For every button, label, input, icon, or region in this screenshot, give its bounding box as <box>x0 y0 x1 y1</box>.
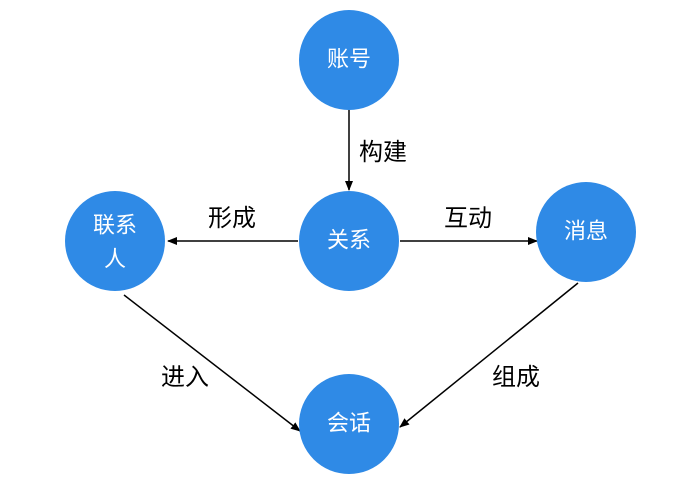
edge-label-interact: 互动 <box>444 204 492 232</box>
node-contact-label-line1: 联系 <box>93 214 137 239</box>
edge-label-build: 构建 <box>359 138 407 166</box>
node-account-label: 账号 <box>327 48 371 73</box>
node-message-label: 消息 <box>564 220 608 245</box>
node-message: 消息 <box>536 182 636 282</box>
edge-label-form: 形成 <box>208 204 256 232</box>
node-contact-label-line2: 人 <box>104 248 126 273</box>
edge-label-enter: 进入 <box>161 363 209 391</box>
edge-contact-to-session <box>123 294 301 432</box>
node-session-label: 会话 <box>327 412 371 437</box>
node-account: 账号 <box>299 10 399 110</box>
node-session: 会话 <box>299 374 399 474</box>
edge-message-to-session <box>399 282 579 428</box>
node-relation-label: 关系 <box>327 229 371 254</box>
node-contact: 联系 人 <box>65 191 165 291</box>
edge-label-compose: 组成 <box>492 363 540 391</box>
node-relation: 关系 <box>299 191 399 291</box>
